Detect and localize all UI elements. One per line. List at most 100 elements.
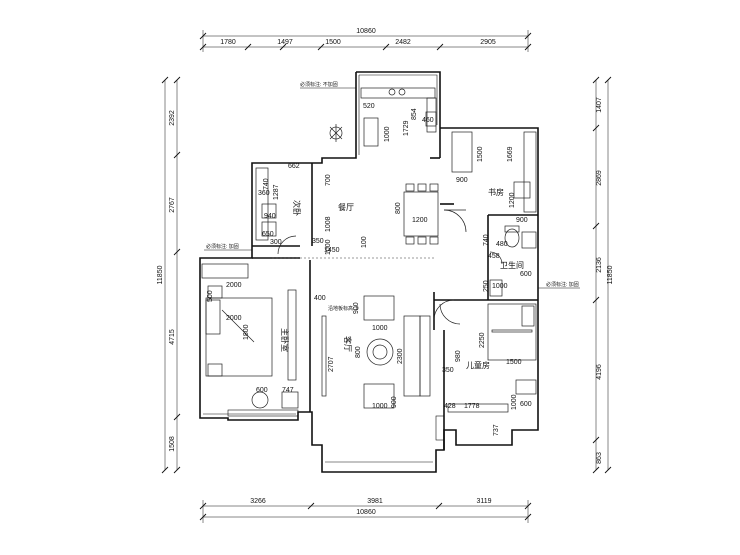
- living-dim-1000b: 1000: [372, 403, 388, 410]
- master-dim-500: 500: [207, 290, 214, 302]
- right-note: 必须标注: 加固: [546, 281, 579, 288]
- kids-dim-350: 350: [442, 367, 454, 374]
- right-seg-1: 1407: [596, 97, 603, 113]
- living-dim-900a: 900: [353, 302, 360, 314]
- left-dimension-chain: 11850 2392 2767 4715 1508: [157, 76, 181, 474]
- door-swings: [277, 209, 503, 325]
- kids-dim-600: 600: [520, 401, 532, 408]
- bottom-seg-1: 3266: [250, 498, 266, 505]
- living-dim-400: 400: [314, 295, 326, 302]
- kitchen: 520 1000 1729 854 460 必须标注: 不加固: [300, 81, 437, 147]
- kids-dim-2250: 2250: [479, 332, 486, 348]
- living-dim-2707: 2707: [328, 356, 335, 372]
- kitchen-dim-1000: 1000: [384, 126, 391, 142]
- right-total-label: 11850: [607, 265, 614, 284]
- c-dim-940: 940: [264, 213, 276, 220]
- living-note: 沿地板标高: 0: [328, 305, 359, 312]
- kitchen-dim-460: 460: [422, 117, 434, 124]
- master-dim-600: 600: [256, 387, 268, 394]
- right-dimension-chain: 1407 2869 2136 4196 863 11850: [592, 76, 614, 474]
- left-note: 必须标注: 加固: [206, 243, 239, 250]
- master-bedroom: 主卧室 2000 500 2000 1800 600 747 必须标注: 加固: [201, 243, 299, 409]
- study-dim-1500: 1500: [477, 146, 484, 162]
- c-dim-662: 662: [288, 163, 300, 170]
- top-seg-5: 2905: [480, 39, 496, 46]
- living-room: 客厅 沿地板标高: 0 400 900 1000 800 2707 2300 1…: [314, 295, 431, 410]
- c-dim-1000: 1000: [325, 239, 332, 255]
- right-seg-2: 2869: [596, 170, 603, 186]
- c-dim-650: 650: [262, 231, 274, 238]
- c-dim-300: 300: [270, 239, 282, 246]
- bath-dim-600: 600: [520, 271, 532, 278]
- kids-dim-980: 980: [455, 350, 462, 362]
- c-dim-360: 360: [258, 190, 270, 197]
- kids-dim-1778: 1778: [464, 403, 480, 410]
- master-dim-747: 747: [282, 387, 294, 394]
- bath-dim-740: 740: [483, 234, 490, 246]
- right-seg-4: 4196: [596, 364, 603, 380]
- study-dim-1200: 1200: [509, 192, 516, 208]
- bottom-seg-2: 3981: [367, 498, 383, 505]
- study-dim-900b: 900: [516, 217, 528, 224]
- bottom-seg-3: 3119: [476, 498, 491, 505]
- kitchen-dim-854: 854: [411, 108, 418, 120]
- kids-dim-737: 737: [493, 424, 500, 436]
- kids-dim-1500: 1500: [506, 359, 522, 366]
- living-dim-900b: 900: [391, 396, 398, 408]
- dining-dim-800: 800: [395, 202, 402, 214]
- study-label: 书房: [488, 187, 504, 197]
- c-dim-700: 700: [325, 174, 332, 186]
- top-seg-4: 2482: [395, 39, 411, 46]
- bottom-total-label: 10860: [356, 509, 376, 516]
- dining-dim-1450: 1450: [324, 247, 340, 254]
- exterior-walls: [199, 71, 539, 473]
- bath-dim-458: 458: [488, 253, 500, 260]
- living-dim-1000a: 1000: [372, 325, 388, 332]
- top-seg-1: 1780: [220, 39, 236, 46]
- master-bedroom-label: 主卧室: [280, 328, 290, 352]
- bottom-dimension-chain: 3266 3981 3119 10860: [199, 498, 532, 523]
- right-seg-3: 2136: [596, 257, 603, 273]
- study-dim-1669: 1669: [507, 146, 514, 162]
- kids-room: 儿童房 2250 980 1500 350 428 1778 1000 600 …: [442, 303, 537, 436]
- study-dim-900a: 900: [456, 177, 468, 184]
- study: 书房 1500 1669 900 1200 900: [451, 131, 537, 224]
- bath-dim-480: 480: [496, 241, 508, 248]
- bathroom-label: 卫生间: [500, 260, 524, 270]
- bath-dim-1000: 1000: [492, 283, 508, 290]
- kitchen-note: 必须标注: 不加固: [300, 81, 338, 88]
- left-seg-3: 4715: [169, 329, 176, 345]
- master-dim-2000b: 2000: [226, 315, 242, 322]
- living-dim-800: 800: [355, 346, 362, 358]
- master-dim-2000a: 2000: [226, 282, 242, 289]
- top-dimension-chain: 10860 1780 1497 1500 2482 2905: [199, 28, 532, 52]
- right-seg-5: 863: [596, 452, 603, 464]
- balcony: [227, 409, 445, 441]
- dining-area: 餐厅 800 1200 350 1450 100: [272, 183, 439, 259]
- kitchen-dim-1729: 1729: [403, 120, 410, 136]
- living-dim-2300: 2300: [397, 348, 404, 364]
- top-seg-2: 1497: [277, 39, 293, 46]
- bath-dim-250: 250: [483, 280, 490, 292]
- top-seg-3: 1500: [325, 39, 341, 46]
- c-dim-740: 740: [263, 178, 270, 190]
- master-dim-1800: 1800: [243, 324, 250, 340]
- kitchen-dim-520: 520: [363, 103, 375, 110]
- left-total-label: 11850: [157, 265, 164, 284]
- dining-label: 餐厅: [338, 203, 354, 212]
- bathroom: 卫生间 740 480 458 600 1000 250 必须标注: 加固: [483, 225, 580, 297]
- top-total-label: 10860: [356, 28, 376, 35]
- small-room: 次卧 662 740 1287 700 360 940 1008 650 300…: [255, 163, 332, 255]
- dining-dim-1200: 1200: [412, 217, 428, 224]
- small-room-label: 次卧: [292, 200, 302, 216]
- left-seg-2: 2767: [169, 197, 176, 213]
- living-room-label: 客厅: [343, 336, 353, 352]
- dining-dim-350: 350: [312, 238, 324, 245]
- left-seg-4: 1508: [169, 436, 176, 452]
- dining-dim-100: 100: [361, 236, 368, 248]
- c-dim-1008: 1008: [325, 216, 332, 232]
- kids-room-label: 儿童房: [466, 360, 490, 370]
- left-seg-1: 2392: [169, 110, 176, 126]
- kids-dim-1000: 1000: [511, 394, 518, 410]
